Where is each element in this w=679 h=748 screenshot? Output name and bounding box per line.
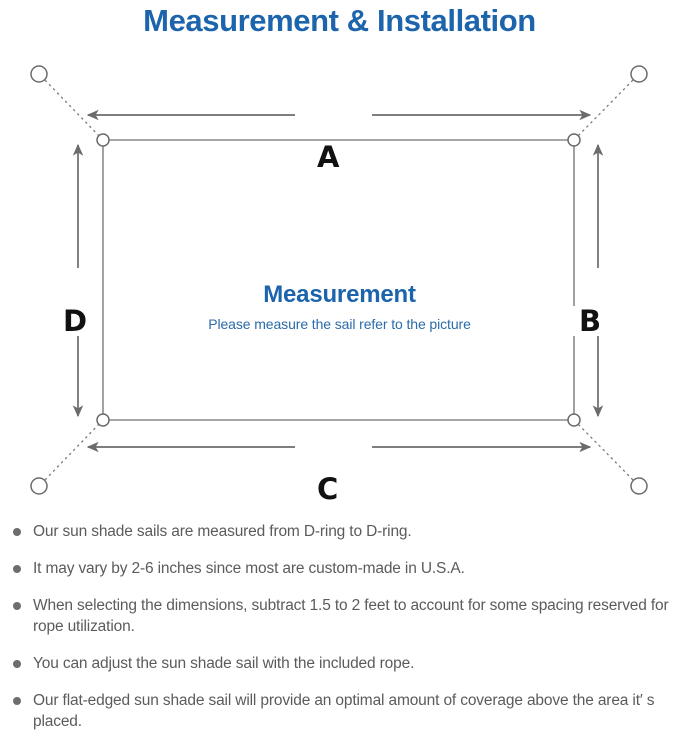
sail-shape [102,139,575,421]
bullet-icon [13,565,21,573]
d-ring-bottom-left [96,413,110,427]
list-item: You can adjust the sun shade sail with t… [0,653,679,674]
rope-top-right [573,75,638,141]
note-text: You can adjust the sun shade sail with t… [33,655,415,672]
page-title: Measurement & Installation [143,3,536,38]
d-ring-bottom-right [567,413,581,427]
d-ring-top-left [96,133,110,147]
bullet-icon [13,697,21,705]
list-item: Our sun shade sails are measured from D-… [0,521,679,542]
note-text: Our flat-edged sun shade sail will provi… [33,692,655,730]
anchor-point-top-right [630,65,648,83]
anchor-point-top-left [30,65,48,83]
dimension-label-c: C [308,474,348,504]
rope-bottom-right [573,419,638,485]
bullet-icon [13,660,21,668]
bullet-icon [13,528,21,536]
rope-top-left [40,75,104,141]
note-text: Our sun shade sails are measured from D-… [33,523,412,540]
dimension-label-b: B [570,306,611,336]
measurement-diagram: A B C D Measurement Please measure the s… [0,44,679,514]
list-item: It may vary by 2-6 inches since most are… [0,558,679,579]
dimension-label-d: D [54,306,97,336]
anchor-point-bottom-right [630,477,648,495]
rope-bottom-left [40,419,104,485]
anchor-point-bottom-left [30,477,48,495]
dimension-label-a: A [308,142,349,172]
list-item: When selecting the dimensions, subtract … [0,595,679,637]
note-text: It may vary by 2-6 inches since most are… [33,560,465,577]
list-item: Our flat-edged sun shade sail will provi… [0,690,679,732]
note-text: When selecting the dimensions, subtract … [33,597,669,635]
diagram-svg [30,65,648,495]
notes-list: Our sun shade sails are measured from D-… [0,521,679,748]
bullet-icon [13,602,21,610]
d-ring-top-right [567,133,581,147]
